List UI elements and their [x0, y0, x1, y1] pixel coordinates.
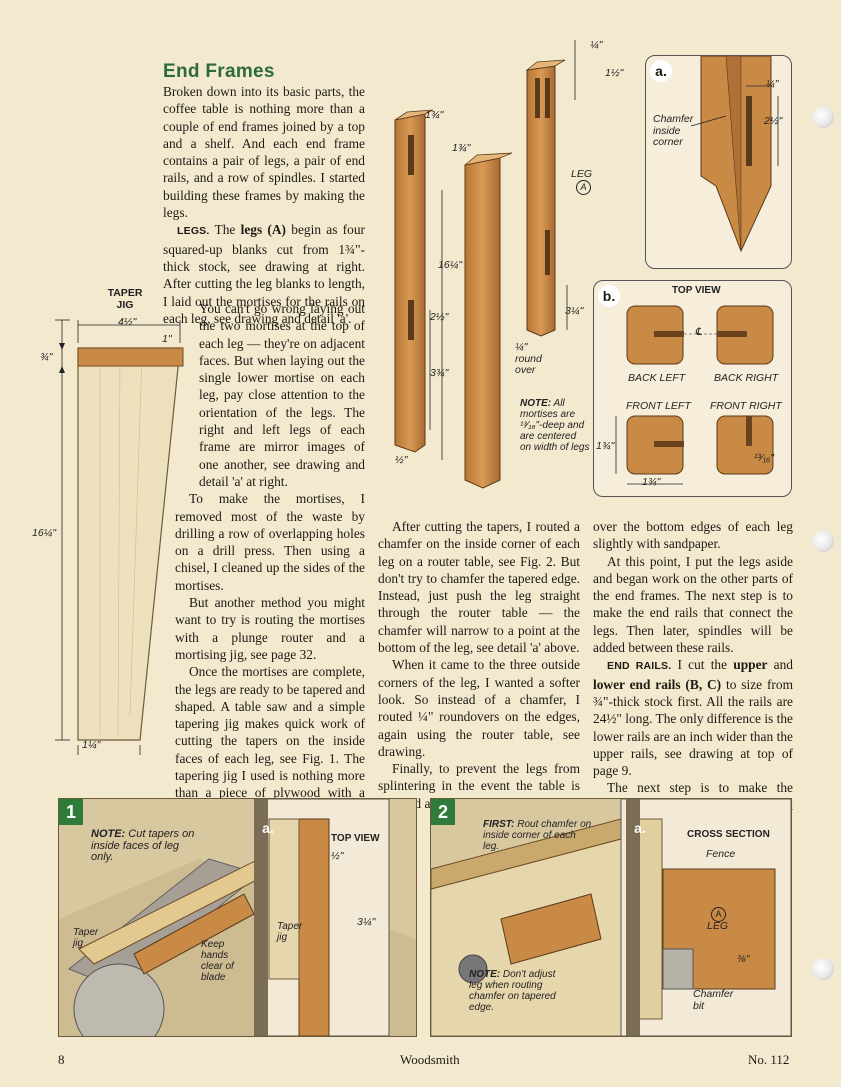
figure-number: 1: [59, 799, 83, 825]
mortise-note: NOTE: All mortises are ¹³⁄₁₆"-deep and a…: [520, 398, 590, 453]
paragraph: When it came to the three outside corner…: [378, 657, 580, 759]
body-column-3: over the bottom edges of each leg slight…: [593, 518, 793, 831]
binder-hole-top: [812, 106, 834, 128]
dim-label: ½": [395, 454, 408, 466]
figure-note: NOTE: Don't adjust leg when routing cham…: [469, 969, 556, 1013]
binder-hole-bottom: [812, 958, 834, 980]
dim-label: ¾": [40, 351, 53, 363]
part-letter-icon: A: [576, 180, 591, 195]
binder-hole-middle: [812, 530, 834, 552]
dim-label: ½": [331, 850, 344, 862]
centerline-icon: ℄: [695, 326, 702, 338]
leg-position-label: BACK LEFT: [628, 372, 686, 384]
dim-label: 2½": [764, 115, 783, 127]
dim-label: 1¾": [452, 142, 471, 154]
legs-drawing: [394, 40, 576, 489]
detail-badge: a.: [650, 60, 672, 82]
jig-label: Taper jig: [73, 927, 99, 949]
paragraph: But another method you might want to try…: [175, 595, 365, 662]
detail-b-panel: b. TOP VIEW BACK LEFT BACK RIGHT FRONT L…: [593, 280, 792, 497]
figure-number: 2: [431, 799, 455, 825]
rails-paragraph: END RAILS. I cut the upper and lower end…: [593, 657, 794, 779]
leg-position-label: FRONT RIGHT: [710, 400, 782, 412]
part-name: legs (A): [240, 222, 287, 238]
paragraph: To make the mortises, I removed most of …: [175, 491, 365, 593]
dim-label: 3¼": [357, 916, 376, 928]
top-view-title: TOP VIEW: [672, 285, 721, 296]
paragraph: At this point, I put the legs aside and …: [593, 553, 793, 656]
figure-2: 2 FIRST: Rout chamfer on inside corner o…: [430, 798, 792, 1037]
figure-note: FIRST: Rout chamfer on inside corner of …: [483, 819, 592, 852]
top-view-drawing: [615, 305, 774, 485]
leg-position-label: FRONT LEFT: [626, 400, 691, 412]
cross-section-title: CROSS SECTION: [687, 829, 770, 840]
legs-paragraph: LEGS. The legs (A) begin as four squared…: [163, 222, 365, 326]
chamfer-label: Chamfer inside corner: [653, 113, 694, 148]
section-heading: End Frames: [163, 61, 275, 82]
dim-label: 1¾": [596, 440, 615, 452]
runin-heading: LEGS.: [177, 225, 210, 238]
figure-1-illustration: [59, 799, 416, 1036]
dim-label: ⅜": [737, 953, 750, 965]
fence-label: Fence: [706, 848, 736, 860]
dim-label: 16¼": [32, 527, 57, 539]
leg-label: LEG: [707, 920, 729, 932]
page-number: 8: [58, 1052, 65, 1067]
taper-jig-drawing: [55, 319, 184, 755]
body-column-1-wrap: You can't go wrong laying out the two mo…: [175, 300, 365, 836]
safety-label: Keep hands clear of blade: [201, 939, 234, 983]
dim-label: 3¾": [430, 367, 449, 379]
dim-label: 2½": [430, 311, 449, 323]
body-column-1: Broken down into its basic parts, the co…: [163, 83, 365, 327]
dim-label: ¹³⁄₁₆": [754, 452, 775, 464]
dim-label: 16¼": [438, 259, 463, 271]
roundover-label: ¼" round over: [515, 341, 542, 376]
detail-badge: a.: [262, 820, 274, 836]
figure-note: NOTE: Cut tapers on inside faces of leg …: [91, 828, 195, 863]
paragraph: After cutting the tapers, I routed a cha…: [378, 519, 580, 656]
part-letter-icon: A: [711, 907, 726, 922]
dim-label: 3¼": [565, 305, 584, 317]
dim-label: ¼": [590, 39, 603, 51]
bit-label: Chamfer bit: [693, 988, 734, 1012]
leg-label: LEG A: [571, 168, 592, 195]
paragraph: You can't go wrong laying out the two mo…: [199, 301, 365, 489]
issue-number: No. 112: [748, 1052, 790, 1067]
dim-label: ¼": [766, 78, 779, 90]
dim-label: 1¾": [642, 476, 661, 488]
figure-1: 1 NOTE: Cut tapers on inside faces of le…: [58, 798, 417, 1037]
dim-label: 1": [162, 333, 172, 345]
dim-label: 4½": [118, 316, 137, 328]
figure-2-illustration: [431, 799, 791, 1036]
detail-badge: a.: [634, 820, 646, 836]
dim-label: 1½": [605, 67, 624, 79]
paragraph: over the bottom edges of each leg slight…: [593, 519, 793, 552]
detail-badge: b.: [598, 285, 620, 307]
dim-label: 1¾": [425, 109, 444, 121]
leg-position-label: BACK RIGHT: [714, 372, 779, 384]
paragraph: Broken down into its basic parts, the co…: [163, 84, 365, 221]
dim-label: 1¼": [82, 739, 101, 751]
detail-a-panel: a. Chamfer inside corner ¼" 2½": [645, 55, 792, 269]
magazine-name: Woodsmith: [400, 1052, 460, 1067]
body-column-2: After cutting the tapers, I routed a cha…: [378, 518, 580, 812]
top-view-title: TOP VIEW: [331, 833, 380, 844]
jig-label: Taper jig: [277, 921, 303, 943]
chamfer-detail-drawing: [690, 56, 779, 253]
